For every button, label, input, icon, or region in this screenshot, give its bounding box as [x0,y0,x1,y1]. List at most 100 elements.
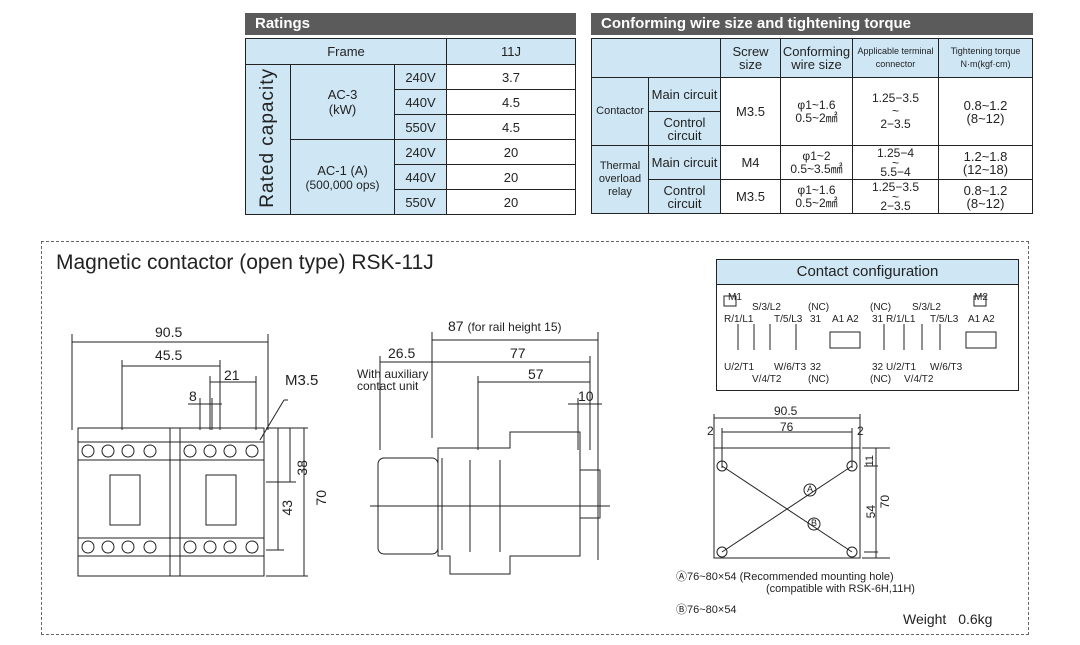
m1-label: M1 [728,292,742,303]
terminal-line: 1.25−3.5 [871,179,920,194]
wire-line: φ1~1.6 [797,182,836,197]
mount-2b: 2 [857,424,864,438]
m2-u: U/2/T1 [886,362,917,373]
table-row: AC-1 (A) (500,000 ops) 240V 20 [246,139,576,215]
dim-43: 43 [279,500,295,516]
rated-capacity-cell: Rated capacity [245,64,291,215]
m2-31: 31 [872,314,884,325]
m2-top: S/3/L2 [912,302,941,313]
mount-note-b: Ⓑ76~80×54 [676,604,737,616]
value-cell: 3.7 [446,64,576,90]
main-circuit-label: Main circuit [648,145,721,180]
wire-table: Screw size Conforming wire size Applicab… [591,38,1033,214]
wire-line: φ1~2 [802,148,831,163]
voltage-cell: 550V [394,114,447,140]
terminal-cell: 1.25−3.5 ~ 2−3.5 [852,77,939,146]
value-cell: 20 [446,189,576,215]
torque-cell: 1.2~1.8 (12~18) [938,145,1033,180]
main-circuit-label: Main circuit [648,77,721,112]
wire-title: Conforming wire size and tightening torq… [601,15,911,32]
weight-label: Weight [903,611,947,627]
dim-8: 8 [189,388,197,404]
contact-config-title: Contact configuration [717,260,1018,285]
table-row: Contactor Main circuit M3.5 φ1~1.6 0.5~2… [591,77,1033,146]
terminal-line: 1.25−3.5 [871,91,920,105]
torque-line: 1.2~1.8 [963,148,1008,164]
m1-31: 31 [810,314,822,325]
wire-line: φ1~1.6 [797,97,836,112]
voltage-cell: 440V [394,164,447,190]
m2-nc-bot: (NC) [870,374,892,385]
m2-32: 32 [872,362,884,373]
mounting-drawing [713,414,890,559]
mount-2a: 2 [707,424,714,438]
table-row: Rated capacity AC-3 (kW) 240V 3.7 [245,64,576,215]
m1-t: T/5/L3 [774,314,803,325]
m1-nc-bot: (NC) [808,374,830,385]
rail-note: (for rail height 15) [467,320,562,334]
wire-cell: φ1~1.6 0.5~2㎟ [780,179,853,214]
corner-cell [591,38,721,78]
torque-cell: 0.8~1.2 (8~12) [938,179,1033,214]
m2-a1a2: A1 A2 [968,314,995,325]
mount-11: 11 [864,455,876,467]
m2-r: R/1/L1 [886,314,916,325]
voltage-cell: 440V [394,89,447,115]
table-row: 550V 4.5 [246,114,576,140]
voltage-cell: 240V [394,64,447,90]
terminal-cell: 1.25−3.5 ~ 2−3.5 [852,179,939,214]
mount-90-5: 90.5 [774,404,798,418]
weight: Weight 0.6kg [903,611,992,627]
m1-top: S/3/L2 [752,302,781,313]
contact-labels: M1 S/3/L2 R/1/L1 T/5/L3 (NC) 31 A1 A2 U/… [720,292,1016,388]
value-cell: 4.5 [446,89,576,115]
contact-config-box: Contact configuration [716,259,1019,391]
value-cell: 20 [446,164,576,190]
mount-note-a-line: Ⓐ76~80×54 (Recommended mounting hole) [676,571,894,583]
frame-row: Frame 11J [245,38,576,65]
drawing-title: Magnetic contactor (open type) RSK-11J [56,251,434,274]
table-row: Thermal overload relay Main circuit M4 φ… [591,145,1033,214]
table-row: Control circuit [592,111,1033,146]
wire-cell: φ1~1.6 0.5~2㎟ [780,77,853,146]
drawing-frame [41,241,1029,635]
m1-nc-top: (NC) [808,302,830,313]
ac3-unit: (kW) [328,102,357,117]
wire-header-row: Screw size Conforming wire size Applicab… [591,38,1033,78]
m2-label: M2 [974,292,988,303]
table-row: 550V 20 [246,189,576,215]
dim-77: 77 [510,345,526,361]
torque-cell: 0.8~1.2 (8~12) [938,77,1033,146]
m1-32: 32 [810,362,822,373]
m1-u: U/2/T1 [724,362,755,373]
m1-a1a2: A1 A2 [832,314,859,325]
dim-87-value: 87 [448,318,464,334]
side-view-drawing [370,332,610,575]
frame-label: Frame [245,38,447,65]
conforming-wire-header: Conforming wire size [780,38,853,78]
contactor-label: Contactor [591,77,649,146]
voltage-cell: 550V [394,189,447,215]
terminal-line: ~ [891,189,899,204]
weight-value: 0.6kg [958,611,993,627]
value-cell: 4.5 [446,114,576,140]
torque-line: (12~18) [962,161,1009,177]
frame-value: 11J [446,38,576,65]
mount-b-mark: B [811,518,818,528]
dim-26-5: 26.5 [388,345,416,361]
dim-87: 87 (for rail height 15) [448,318,562,334]
m2-t: T/5/L3 [930,314,959,325]
ac3-label: AC-3 [327,87,358,102]
control-circuit-label: Control circuit [648,111,721,146]
mount-76: 76 [780,420,794,434]
wire-line: 0.5~3.5㎟ [790,161,843,176]
screw-label: M3.5 [285,372,319,389]
dim-90-5: 90.5 [155,324,183,340]
ac3-cell: AC-3 (kW) [290,64,395,140]
table-row: 440V 4.5 [246,89,576,115]
voltage-cell: 240V [394,139,447,165]
dim-38: 38 [294,460,310,476]
m2-w: W/6/T3 [930,362,963,373]
ac1-cell: AC-1 (A) (500,000 ops) [290,139,395,215]
torque-line: 0.8~1.2 [963,182,1008,198]
